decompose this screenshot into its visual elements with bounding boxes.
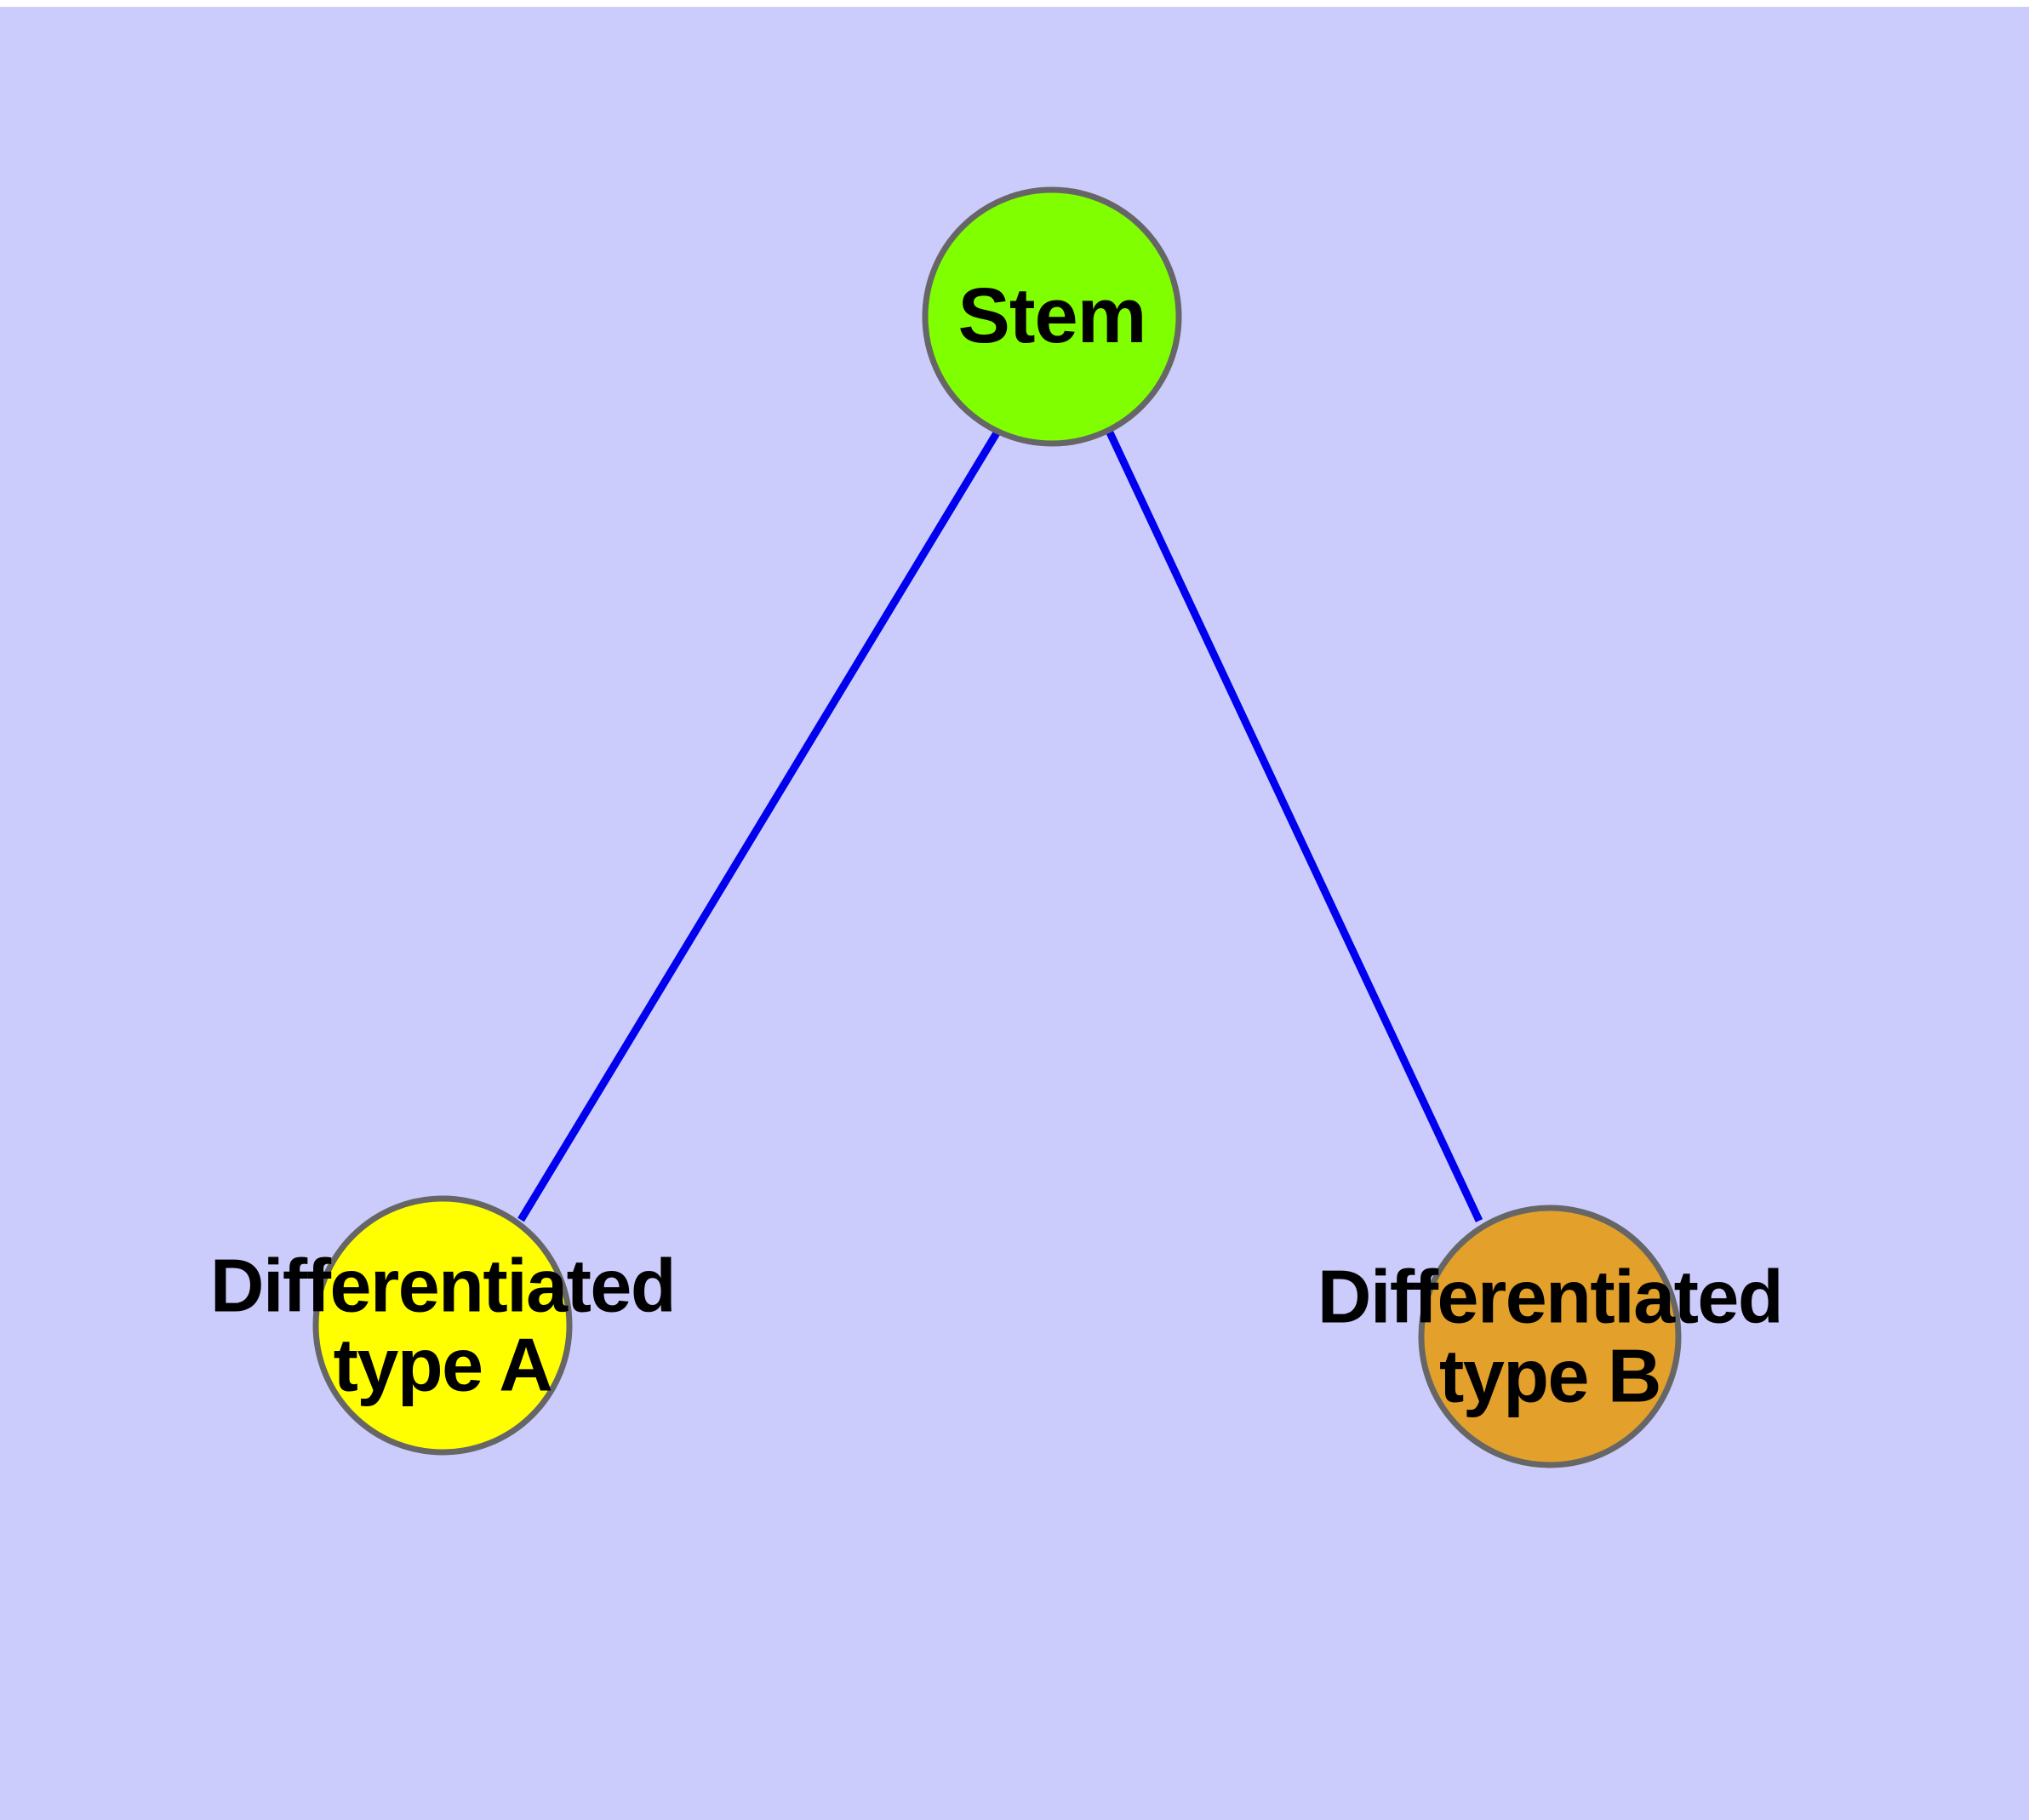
node-stem[interactable] [922, 186, 1182, 447]
node-diff_b[interactable] [1418, 1205, 1682, 1468]
edge-stem-to-diff-a [517, 429, 1001, 1222]
edge-stem-to-diff-b [1105, 429, 1483, 1222]
edges-group [517, 429, 1483, 1222]
node-diff_a[interactable] [312, 1195, 573, 1456]
nodes-group [312, 186, 1682, 1468]
